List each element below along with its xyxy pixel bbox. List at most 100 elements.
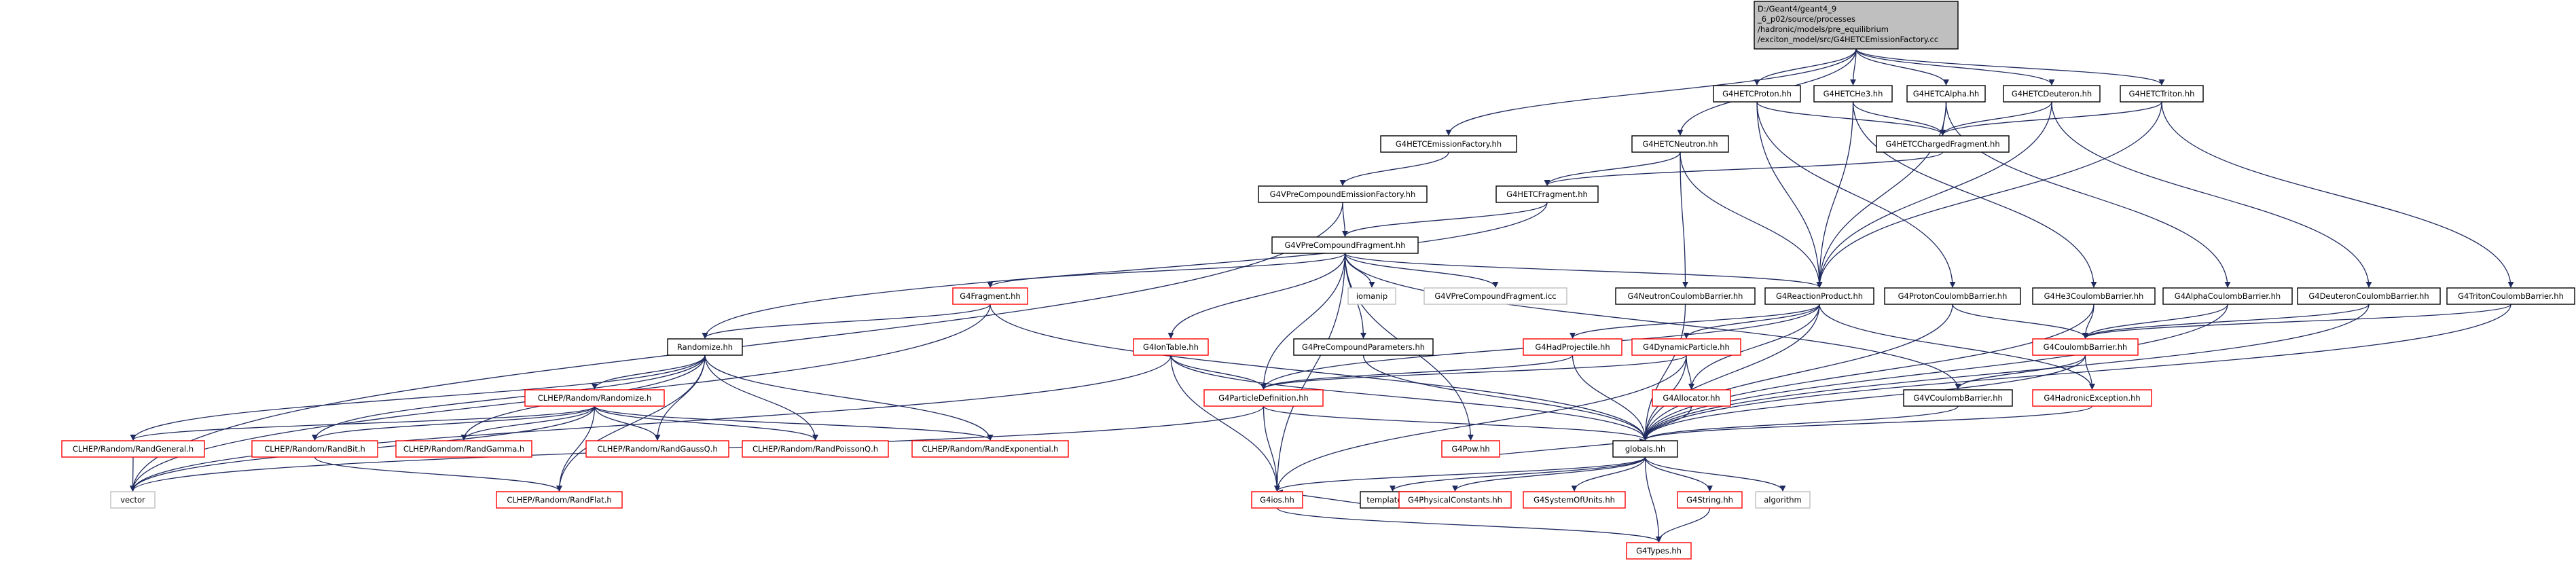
node-box [1755, 491, 1811, 509]
node-box [1713, 85, 1801, 103]
node-box [1133, 338, 1209, 356]
edge-g4alphacoulombbarrier-hh-to-g4coulombbarrier-hh [2082, 304, 2228, 339]
node-g4dynamicparticle-hh[interactable]: G4DynamicParticle.hh [1631, 338, 1741, 356]
node-g4hetcproton-hh[interactable]: G4HETCProton.hh [1713, 85, 1801, 103]
root-path-line: D:/Geant4/geant4_9 [1758, 4, 1836, 14]
node-randomize-hh[interactable]: Randomize.hh [667, 338, 743, 356]
node-g4hetcdeuteron-hh[interactable]: G4HETCDeuteron.hh [2003, 85, 2101, 103]
node-label: CLHEP/Random/Randomize.h [538, 393, 652, 403]
node-g4hetcneutron-hh[interactable]: G4HETCNeutron.hh [1631, 135, 1729, 153]
node-box [2032, 287, 2156, 305]
node-label: G4DynamicParticle.hh [1643, 342, 1730, 352]
node-label: G4HETCNeutron.hh [1642, 139, 1718, 149]
node-g4coulombbarrier-hh[interactable]: G4CoulombBarrier.hh [2032, 338, 2139, 356]
edge-g4hetcdeuteron-hh-to-g4reactionproduct-hh [1816, 101, 2052, 288]
node-g4iontable-hh[interactable]: G4IonTable.hh [1133, 338, 1209, 356]
edge-globals-hh-to-g4string-hh [1644, 456, 1713, 492]
node-label: G4HETCDeuteron.hh [2012, 89, 2092, 98]
edge-g4reactionproduct-hh-to-g4allocator-hh [1688, 304, 1820, 390]
node-box [524, 389, 665, 407]
node-label: G4HETCTriton.hh [2129, 89, 2195, 98]
node-clhep-random-randgamma-h[interactable]: CLHEP/Random/RandGamma.h [395, 440, 532, 458]
edge-root-to-g4hetcalpha-hh [1855, 48, 1950, 86]
node-g4particledefinition-hh[interactable]: G4ParticleDefinition.hh [1203, 389, 1324, 407]
edge-g4hadronicexception-hh-to-globals-hh [1642, 405, 2093, 441]
node-g4reactionproduct-hh[interactable]: G4ReactionProduct.hh [1764, 287, 1874, 305]
edge-g4coulombbarrier-hh-to-g4vcoulombbarrier-hh [1955, 355, 2086, 390]
node-clhep-random-randgeneral-h[interactable]: CLHEP/Random/RandGeneral.h [61, 440, 205, 458]
node-box [1203, 389, 1324, 407]
node-label: CLHEP/Random/RandFlat.h [507, 495, 611, 505]
node-clhep-random-randflat-h[interactable]: CLHEP/Random/RandFlat.h [496, 491, 623, 509]
node-label: CLHEP/Random/RandGamma.h [403, 444, 524, 454]
node-label: G4PhysicalConstants.hh [1408, 495, 1502, 505]
edge-clhep-random-randomize-h-to-clhep-random-randpoissonq-h [594, 405, 818, 441]
node-g4hetcalpha-hh[interactable]: G4HETCAlpha.hh [1906, 85, 1986, 103]
node-g4hetctriton-hh[interactable]: G4HETCTriton.hh [2120, 85, 2204, 103]
edge-randomize-hh-to-clhep-random-randexponential-h [704, 355, 994, 441]
node-g4precompoundparameters-hh[interactable]: G4PreCompoundParameters.hh [1293, 338, 1434, 356]
edge-g4hetcfragment-hh-to-randomize-hh [702, 202, 1548, 339]
node-g4physicalconstants-hh[interactable]: G4PhysicalConstants.hh [1398, 491, 1512, 509]
edge-globals-hh-to-g4physicalconstants-hh [1452, 456, 1646, 492]
dependency-edges [129, 48, 2514, 543]
node-g4allocator-hh[interactable]: G4Allocator.hh [1652, 389, 1731, 407]
node-g4hetcchargedfragment-hh[interactable]: G4HETCChargedFragment.hh [1876, 135, 2010, 153]
edge-randomize-hh-to-clhep-random-randflat-h [556, 355, 706, 492]
node-g4hetcemissionfactory-hh[interactable]: G4HETCEmissionFactory.hh [1380, 135, 1517, 153]
node-globals-hh[interactable]: globals.hh [1612, 440, 1678, 458]
node-g4types-hh[interactable]: G4Types.hh [1626, 542, 1692, 560]
node-box [1347, 287, 1396, 305]
edge-g4ios-hh-to-g4types-hh [1276, 507, 1662, 543]
node-g4hadprojectile-hh[interactable]: G4HadProjectile.hh [1523, 338, 1622, 356]
node-clhep-random-randomize-h[interactable]: CLHEP/Random/Randomize.h [524, 389, 665, 407]
edge-g4hetcdeuteron-hh-to-g4hetcchargedfragment-hh [1940, 101, 2052, 136]
edge-g4hetche3-hh-to-g4reactionproduct-hh [1816, 101, 1854, 288]
node-box [1813, 85, 1893, 103]
edge-g4he3coulombbarrier-hh-to-globals-hh [1642, 304, 2094, 441]
node-clhep-random-randbit-h[interactable]: CLHEP/Random/RandBit.h [251, 440, 378, 458]
node-label: G4Allocator.hh [1663, 393, 1720, 403]
node-box [1906, 85, 1986, 103]
node-label: G4ios.hh [1260, 495, 1294, 505]
node-box [110, 491, 156, 509]
node-box [2297, 287, 2441, 305]
edge-g4reactionproduct-hh-to-g4hadprojectile-hh [1570, 304, 1820, 339]
root-file-box [1754, 1, 1959, 50]
node-g4tritoncoulombbarrier-hh[interactable]: G4TritonCoulombBarrier.hh [2446, 287, 2575, 305]
node-label: G4ParticleDefinition.hh [1218, 393, 1309, 403]
node-clhep-random-randgaussq-h[interactable]: CLHEP/Random/RandGaussQ.h [585, 440, 729, 458]
node-g4hetcfragment-hh[interactable]: G4HETCFragment.hh [1495, 185, 1599, 203]
root-path-line: _6_p02/source/processes [1757, 14, 1855, 24]
node-label: G4AlphaCoulombBarrier.hh [2175, 291, 2281, 301]
node-g4protoncoulombbarrier-hh[interactable]: G4ProtonCoulombBarrier.hh [1884, 287, 2021, 305]
edge-g4hetcproton-hh-to-g4reactionproduct-hh [1756, 101, 1823, 288]
node-g4he3coulombbarrier-hh[interactable]: G4He3CoulombBarrier.hh [2032, 287, 2156, 305]
node-box [742, 440, 889, 458]
node-g4alphacoulombbarrier-hh[interactable]: G4AlphaCoulombBarrier.hh [2162, 287, 2293, 305]
edge-clhep-random-randomize-h-to-clhep-random-randbit-h [312, 405, 596, 441]
node-clhep-random-randpoissonq-h[interactable]: CLHEP/Random/RandPoissonQ.h [742, 440, 889, 458]
node-g4vprecompoundemissionfactory-hh[interactable]: G4VPreCompoundEmissionFactory.hh [1258, 185, 1428, 203]
node-box [2162, 287, 2293, 305]
node-g4string-hh[interactable]: G4String.hh [1677, 491, 1743, 509]
node-box [1612, 440, 1678, 458]
node-g4vcoulombbarrier-hh[interactable]: G4VCoulombBarrier.hh [1903, 389, 2013, 407]
node-g4ios-hh[interactable]: G4ios.hh [1251, 491, 1303, 509]
edge-g4dynamicparticle-hh-to-g4allocator-hh [1686, 355, 1695, 390]
node-g4deuteroncoulombbarrier-hh[interactable]: G4DeuteronCoulombBarrier.hh [2297, 287, 2441, 305]
node-label: G4DeuteronCoulombBarrier.hh [2308, 291, 2429, 301]
node-g4vprecompoundfragment-hh[interactable]: G4VPreCompoundFragment.hh [1271, 236, 1419, 254]
node-g4pow-hh[interactable]: G4Pow.hh [1441, 440, 1500, 458]
node-g4hadronicexception-hh[interactable]: G4HadronicException.hh [2032, 389, 2152, 407]
node-clhep-random-randexponential-h[interactable]: CLHEP/Random/RandExponential.h [911, 440, 1069, 458]
node-g4fragment-hh[interactable]: G4Fragment.hh [952, 287, 1028, 305]
node-g4hetche3-hh[interactable]: G4HETCHe3.hh [1813, 85, 1893, 103]
edge-g4hadprojectile-hh-to-globals-hh [1572, 355, 1649, 441]
node-box [1631, 135, 1729, 153]
node-g4systemofunits-hh[interactable]: G4SystemOfUnits.hh [1523, 491, 1626, 509]
root-path-line: /exciton_model/src/G4HETCEmissionFactory… [1758, 35, 1938, 44]
edge-g4string-hh-to-g4types-hh [1655, 507, 1711, 543]
node-g4neutroncoulombbarrier-hh[interactable]: G4NeutronCoulombBarrier.hh [1615, 287, 1756, 305]
root-file-node: D:/Geant4/geant4_9_6_p02/source/processe… [1754, 1, 1959, 50]
